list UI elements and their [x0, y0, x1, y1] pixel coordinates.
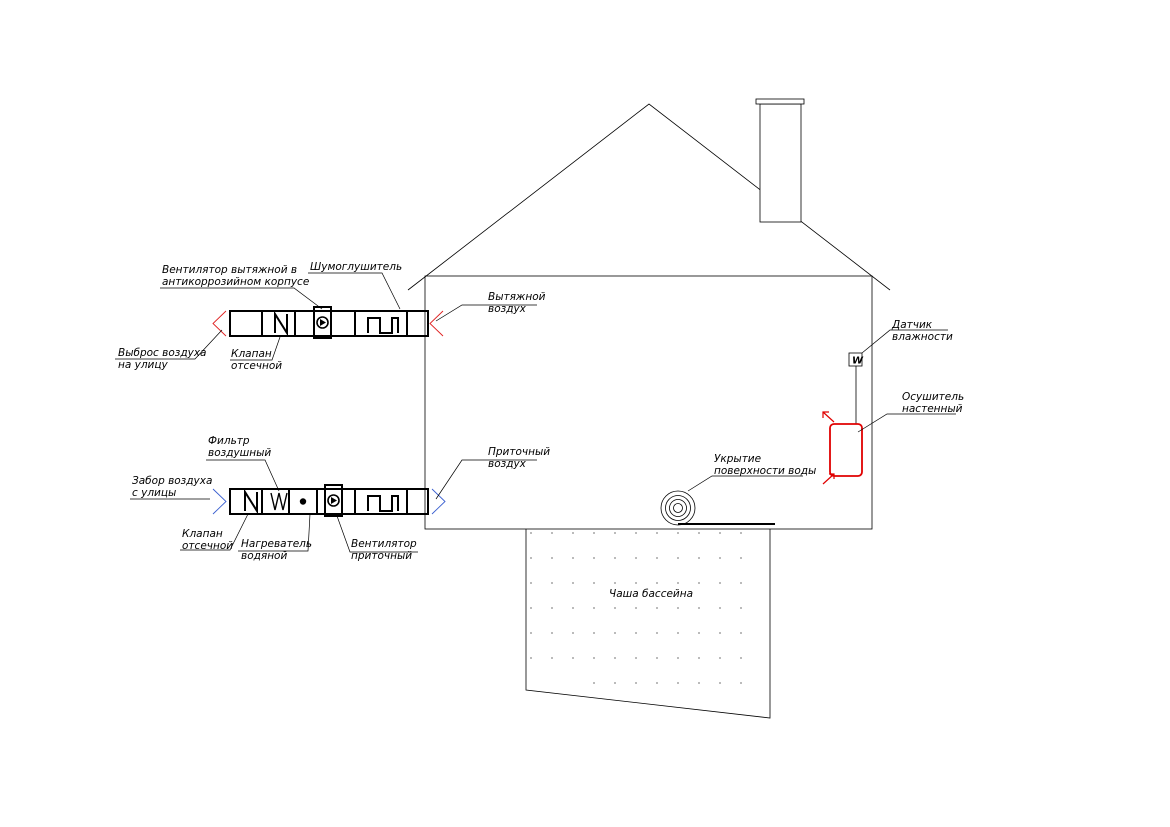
label-line: Укрытие — [714, 453, 761, 465]
label-line: Шумоглушитель — [310, 261, 402, 273]
label-line: отсечной — [182, 540, 233, 552]
label-line: Клапан — [182, 528, 223, 540]
supply-outlet-arrow — [431, 488, 446, 515]
supply-fan-leader — [336, 515, 418, 553]
exhaust-fan-symbol — [313, 306, 332, 339]
label-line: настенный — [902, 403, 963, 415]
label-line: воздух — [488, 303, 527, 315]
label-line: Вентилятор вытяжной в — [162, 264, 297, 276]
label-line: антикоррозийном корпусе — [162, 276, 309, 288]
silencer-leader — [308, 272, 401, 310]
water-heater-leader — [238, 513, 311, 552]
house-outline — [407, 103, 891, 530]
chimney — [755, 98, 805, 223]
dehumidifier-leader — [857, 413, 956, 433]
exhaust-inlet-arrow — [429, 310, 444, 337]
supply-damper-symbol — [244, 488, 258, 515]
label-line: отсечной — [231, 360, 282, 372]
label-line: Нагреватель — [241, 538, 312, 550]
supply-air-leader — [435, 459, 537, 500]
label-line: Клапан — [231, 348, 272, 360]
humidity-sensor-symbol: W — [852, 356, 864, 367]
silencer-symbol — [367, 317, 399, 334]
pool-cover-roll — [660, 490, 775, 526]
air-filter-leader — [206, 459, 280, 492]
exhaust-damper-symbol — [274, 310, 288, 337]
label-line: приточный — [351, 550, 412, 562]
supply-fan-symbol — [324, 484, 343, 517]
label-line: с улицы — [132, 487, 176, 499]
label-line: Вентилятор — [351, 538, 417, 550]
pool-cover-leader — [687, 475, 803, 492]
exhaust-outlet-arrow — [212, 310, 227, 337]
label-line: Осушитель — [902, 391, 964, 403]
label-line: поверхности воды — [714, 465, 816, 477]
humidity-sensor: W — [848, 352, 864, 424]
label-line: воздушный — [208, 447, 271, 459]
exhaust-fan-leader — [160, 287, 323, 310]
exhaust-duct — [229, 306, 429, 339]
label-line: Выброс воздуха — [118, 347, 207, 359]
pool-water-dots — [530, 532, 742, 684]
supply-silencer-symbol — [367, 495, 399, 512]
water-heater-symbol — [299, 498, 307, 505]
label-line: Фильтр — [208, 435, 250, 447]
exhaust-outlet-leader — [115, 329, 223, 360]
label-line: Датчик — [891, 319, 933, 331]
label-line: на улицу — [118, 359, 169, 371]
label-line: водяной — [241, 550, 287, 562]
humidity-sensor-leader — [861, 329, 948, 354]
air-filter-symbol — [270, 492, 288, 511]
supply-damper-leader — [180, 513, 249, 551]
pool-bowl — [525, 529, 771, 719]
supply-duct — [229, 484, 429, 517]
label-line: влажности — [892, 331, 953, 343]
dehumidifier — [822, 411, 863, 485]
intake-arrow — [212, 488, 227, 515]
label-line: Приточный — [488, 446, 550, 458]
label-line: Вытяжной — [488, 291, 546, 303]
label-line: воздух — [488, 458, 527, 470]
roof — [407, 103, 891, 291]
label-line: Чаша бассейна — [609, 588, 693, 600]
silencer-label: Шумоглушитель — [310, 261, 402, 273]
exhaust-damper-leader — [230, 336, 281, 361]
pool-bowl-label: Чаша бассейна — [609, 588, 693, 600]
house-walls — [424, 275, 873, 530]
label-line: Забор воздуха — [132, 475, 212, 487]
exhaust-air-leader — [435, 304, 537, 322]
